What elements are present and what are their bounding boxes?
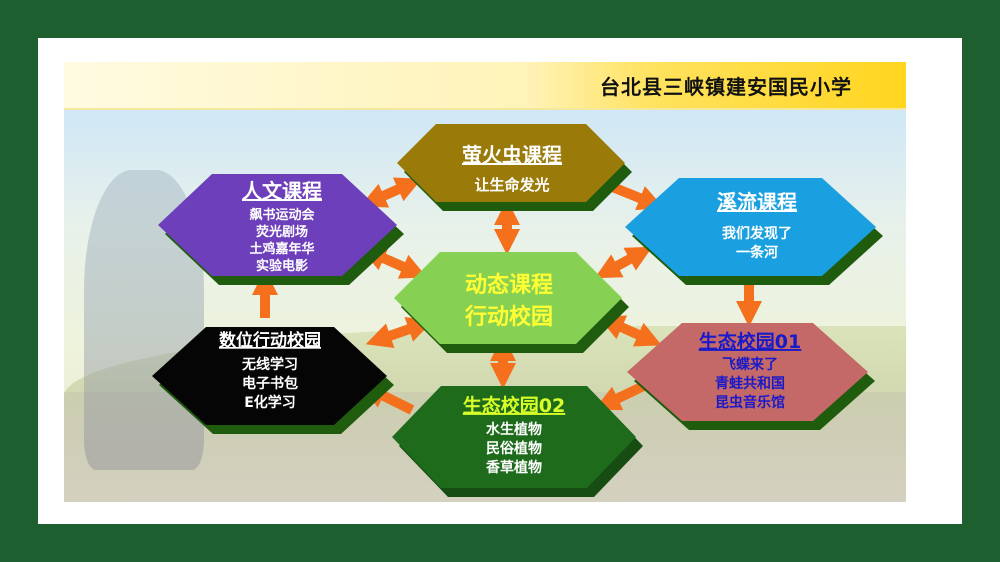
node-humanities: 人文课程 飙书运动会 荧光剧场 土鸡嘉年华 实验电影	[158, 174, 404, 285]
center-title: 动态课程	[465, 272, 553, 298]
humanities-line-3: 土鸡嘉年华	[249, 241, 314, 257]
firefly-title: 萤火虫课程	[462, 143, 562, 167]
humanities-line-1: 飙书运动会	[249, 207, 315, 223]
creek-line-1: 我们发现了	[722, 225, 792, 242]
node-center: 动态课程 行动校园	[394, 252, 629, 353]
digital-line-2: 电子书包	[242, 375, 298, 392]
eco02-title: 生态校园02	[463, 394, 565, 417]
arrow-firefly-creek	[608, 181, 665, 211]
node-eco01: 生态校园01 飞蝶来了 青蛙共和国 昆虫音乐馆	[627, 323, 875, 430]
node-firefly: 萤火虫课程 让生命发光	[397, 124, 632, 211]
node-eco02: 生态校园02 水生植物 民俗植物 香草植物	[392, 386, 643, 497]
arrow-creek-center	[594, 246, 653, 279]
creek-title: 溪流课程	[717, 190, 797, 214]
eco01-line-1: 飞蝶来了	[722, 356, 778, 373]
humanities-line-4: 实验电影	[256, 258, 308, 274]
humanities-title: 人文课程	[242, 179, 322, 203]
creek-line-2: 一条河	[736, 244, 778, 261]
digital-title: 数位行动校园	[219, 330, 321, 351]
eco02-line-1: 水生植物	[486, 421, 542, 438]
node-creek: 溪流课程 我们发现了 一条河	[625, 178, 883, 285]
arrow-center-eco01	[598, 315, 662, 347]
header-bar: 台北县三峡镇建安国民小学	[64, 62, 906, 110]
digital-line-1: 无线学习	[241, 356, 298, 373]
arrow-humanities-firefly	[360, 177, 422, 208]
humanities-line-2: 荧光剧场	[256, 224, 308, 240]
school-title: 台北县三峡镇建安国民小学	[600, 75, 852, 99]
eco01-line-2: 青蛙共和国	[715, 375, 785, 392]
arrow-center-digital	[365, 317, 434, 348]
node-digital: 数位行动校园 无线学习 电子书包 E化学习	[152, 327, 394, 434]
firefly-line-1: 让生命发光	[474, 176, 549, 194]
eco02-line-2: 民俗植物	[486, 440, 542, 457]
eco02-line-3: 香草植物	[485, 459, 542, 476]
center-line-1: 行动校园	[464, 304, 553, 330]
eco01-title: 生态校园01	[699, 330, 801, 353]
eco01-line-3: 昆虫音乐馆	[715, 394, 785, 411]
digital-line-3: E化学习	[244, 394, 296, 411]
